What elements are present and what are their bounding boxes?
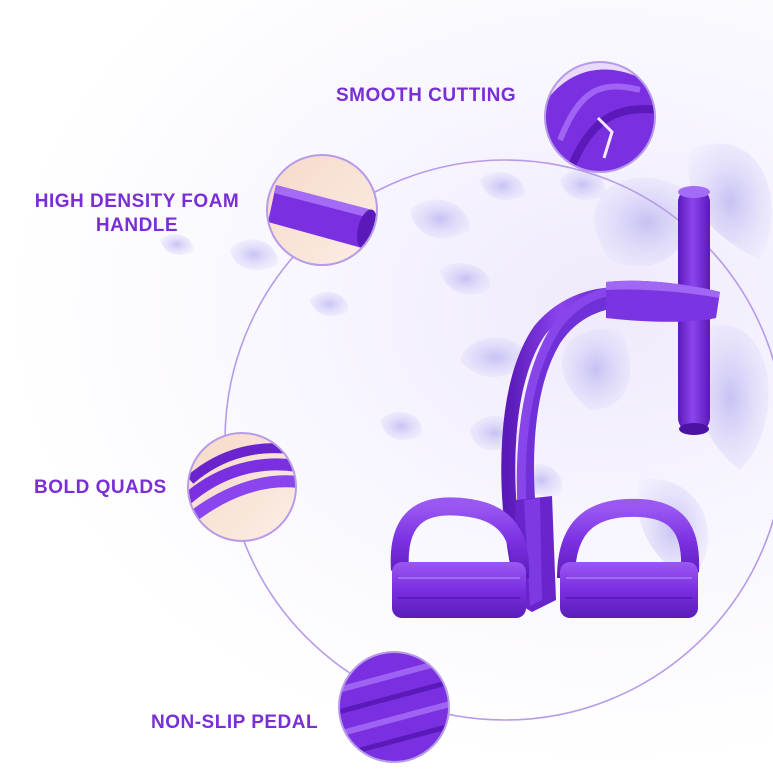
- non-slip-pedal-detail: [338, 651, 450, 763]
- smooth-cutting-detail: [544, 61, 656, 173]
- non-slip-pedal-label: NON-SLIP PEDAL: [151, 712, 319, 733]
- foam-handle-label: HIGH DENSITY FOAM HANDLE: [30, 190, 244, 238]
- bold-quads-label: BOLD QUADS: [34, 477, 167, 498]
- foam-handle-label-line1: HIGH DENSITY FOAM: [34, 191, 240, 212]
- flower-petals-icon: [160, 143, 772, 580]
- pedal-resistance-band-icon: [390, 186, 720, 618]
- foam-handle-label-line2: HANDLE: [95, 215, 179, 236]
- foam-handle-detail: [266, 154, 378, 266]
- bold-quads-detail: [187, 432, 297, 542]
- smooth-cutting-label: SMOOTH CUTTING: [336, 85, 517, 106]
